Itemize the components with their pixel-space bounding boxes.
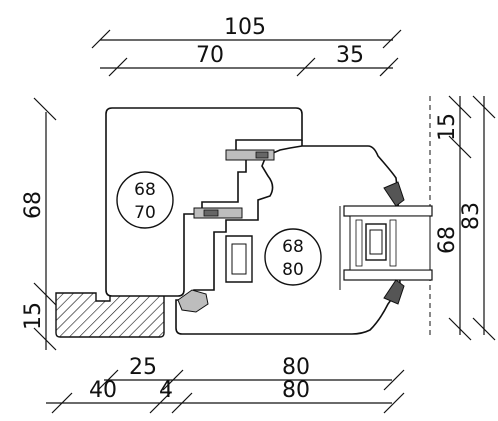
- tick: [149, 392, 171, 414]
- tick: [162, 369, 184, 391]
- dim-label-bottom-row1-left: 25: [129, 355, 157, 380]
- sash-bubble-top: 68: [134, 180, 156, 200]
- dim-label-bottom-row1-right: 80: [282, 355, 310, 380]
- tick: [383, 392, 405, 414]
- sill-hatched-block: [55, 292, 165, 338]
- tick: [108, 57, 128, 77]
- tick: [33, 97, 57, 121]
- dim-label-top-total: 105: [224, 15, 266, 40]
- tick: [97, 369, 119, 391]
- gasket-middle: [193, 207, 243, 219]
- dim-label-bottom-row2-right: 80: [282, 378, 310, 403]
- frame-bubble: 68 80: [264, 228, 322, 286]
- tick: [472, 317, 496, 341]
- top-dimension-group: 105 70 35: [91, 15, 402, 77]
- dim-label-bottom-row2-mid: 4: [159, 378, 173, 403]
- frame-bubble-bottom: 80: [282, 260, 304, 280]
- tick: [33, 282, 57, 306]
- tick: [296, 57, 316, 77]
- sash-bubble: 68 70: [116, 171, 174, 229]
- dim-label-left-bottom: 15: [21, 302, 46, 330]
- tick: [91, 29, 111, 49]
- tick: [472, 95, 496, 119]
- glazing-unit: [339, 181, 433, 305]
- dim-label-right-middle: 68: [435, 226, 460, 254]
- dim-label-right-total: 83: [459, 202, 484, 230]
- tick: [383, 369, 405, 391]
- dim-label-left-height: 68: [21, 191, 46, 219]
- gasket-bottom: [177, 289, 209, 313]
- sash-bubble-bottom: 70: [134, 203, 156, 223]
- right-dimension-group: 15 68 83: [429, 95, 496, 341]
- dim-label-top-left: 70: [196, 43, 224, 68]
- gasket-top: [225, 149, 275, 161]
- dim-label-top-right: 35: [336, 43, 364, 68]
- tick: [448, 95, 472, 119]
- bottom-dimension-group: 25 80 40 4 80: [46, 355, 405, 414]
- frame-channel: [225, 235, 253, 283]
- tick: [171, 392, 193, 414]
- tick: [379, 57, 399, 77]
- tick: [448, 317, 472, 341]
- tick: [33, 327, 57, 351]
- tick: [51, 392, 73, 414]
- left-dimension-group: 68 15: [21, 97, 57, 351]
- dim-label-bottom-row2-left: 40: [89, 378, 117, 403]
- dim-label-right-top: 15: [435, 113, 460, 141]
- frame-bubble-top: 68: [282, 237, 304, 257]
- tick: [382, 29, 402, 49]
- sash-profile: [105, 107, 303, 297]
- tick: [448, 135, 472, 159]
